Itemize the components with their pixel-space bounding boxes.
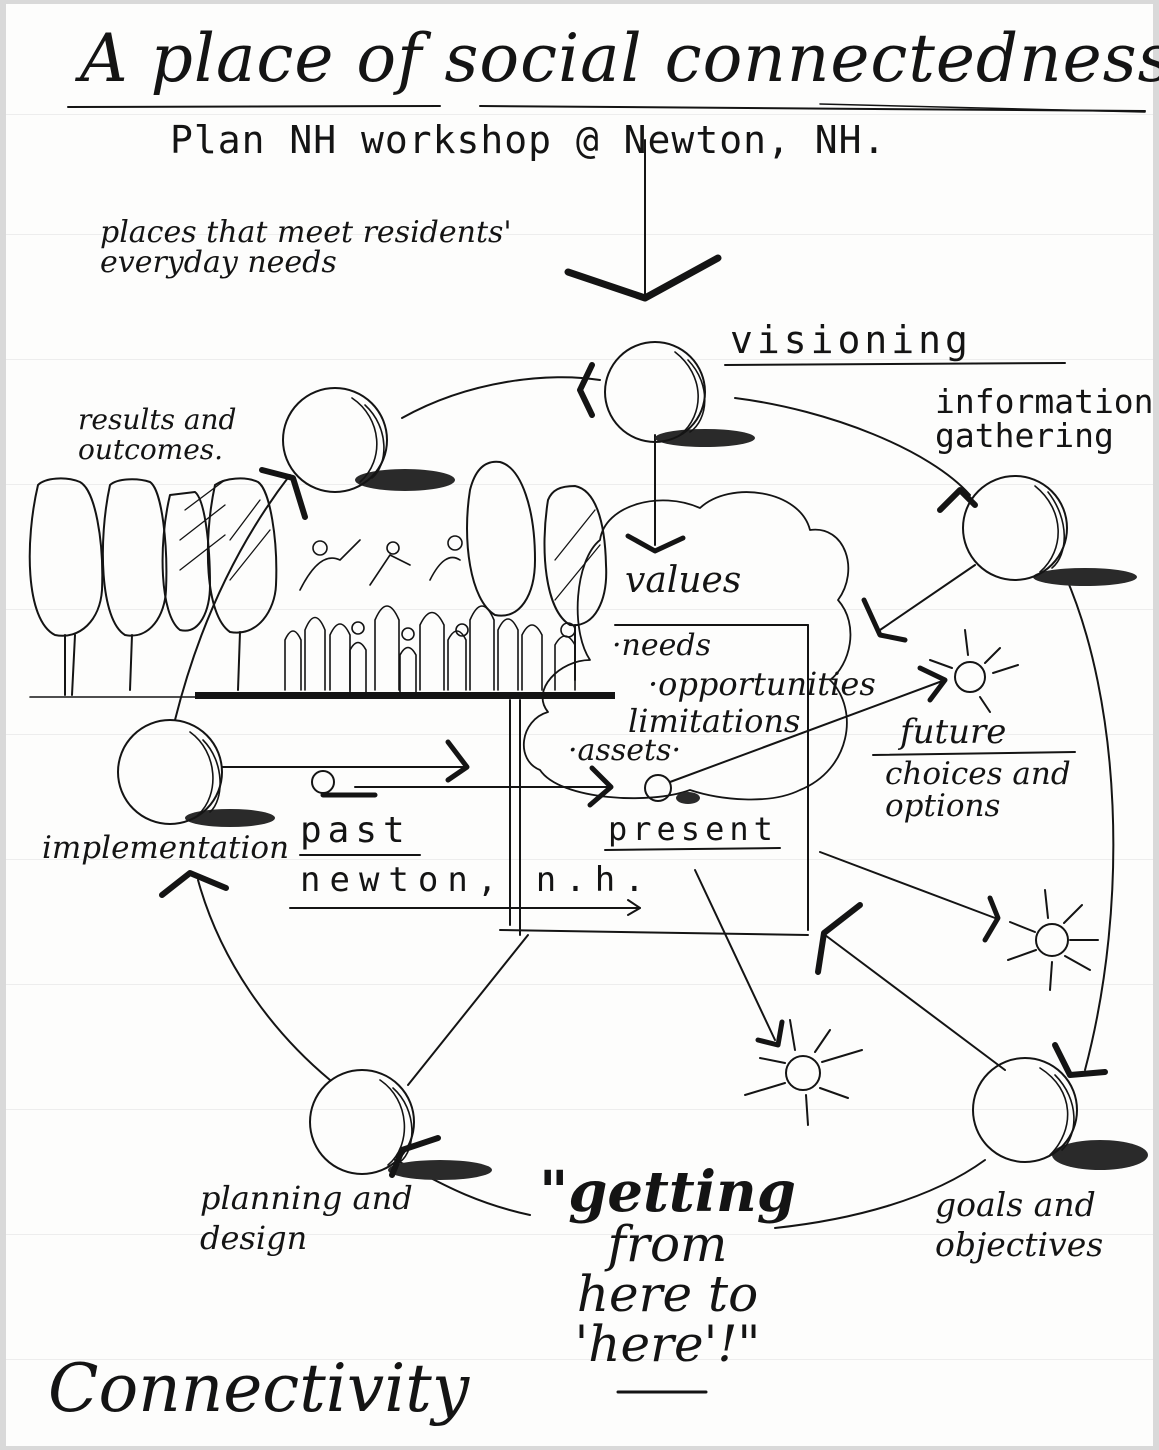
stage-label-information: information gathering <box>935 385 1150 453</box>
timeline-frame <box>500 930 808 935</box>
stage-circle-results <box>262 388 455 517</box>
entry-arrow-head <box>568 258 718 298</box>
quote-block: "getting from here to 'here'!" <box>525 1165 810 1369</box>
stage-label-planning: planning and design <box>200 1178 440 1258</box>
values-item-opportunities: ·opportunities <box>648 665 876 703</box>
stage-label-results: results and outcomes. <box>78 405 278 465</box>
cycle-link <box>198 880 330 1080</box>
timeline-place: newton, n.h. <box>300 860 654 900</box>
arrow-head <box>758 1022 782 1045</box>
values-item-label: needs <box>622 628 711 663</box>
title-underline <box>68 106 440 107</box>
quote-line: 'here'!" <box>525 1319 810 1369</box>
values-item-assets: ·assets· <box>568 733 681 768</box>
present-dot-shadow <box>676 792 700 804</box>
crowd-illustration <box>30 536 615 699</box>
sun-icon <box>930 630 1018 712</box>
future-underline <box>873 752 1075 755</box>
timeline-past: past <box>300 810 411 851</box>
stage-circle-goals <box>973 1045 1148 1170</box>
future-ray <box>820 852 995 918</box>
stage-label-implementation: implementation <box>42 830 289 866</box>
stage-circle-planning <box>310 1070 492 1180</box>
timeline-present: present <box>608 810 778 848</box>
timeline-choices: choices and options <box>885 758 1075 822</box>
everyday-needs-note: places that meet residents' everyday nee… <box>100 218 580 278</box>
cycle-link <box>402 377 600 418</box>
inner-link <box>408 935 528 1085</box>
quote-line: from <box>525 1219 810 1269</box>
sun-icon <box>1008 890 1098 990</box>
values-heading: values <box>625 560 741 601</box>
cycle-link <box>175 475 290 720</box>
future-ray <box>695 870 775 1040</box>
diagram-title: A place of social connectedness. <box>80 20 1159 97</box>
quote-line: here to <box>525 1269 810 1319</box>
arrow-head <box>448 742 467 780</box>
arrow-head <box>985 898 998 940</box>
cycle-link <box>1065 575 1113 1070</box>
visioning-underline <box>725 363 1065 365</box>
values-item-label: assets <box>578 733 672 768</box>
stage-label-goals: goals and objectives <box>935 1185 1135 1265</box>
diagram-subtitle: Plan NH workshop @ Newton, NH. <box>170 118 886 162</box>
past-dot <box>312 771 334 793</box>
stage-label-visioning: visioning <box>730 318 972 362</box>
values-item-needs: ·needs <box>612 628 711 663</box>
arrow-head <box>818 905 860 972</box>
present-underline <box>605 848 780 850</box>
stage-circle-implementation <box>118 720 275 895</box>
quote-line: "getting <box>525 1165 810 1219</box>
arrow-head <box>864 600 905 640</box>
tree-illustration <box>30 462 606 695</box>
caption-connectivity: Connectivity <box>48 1350 469 1427</box>
inner-link <box>825 935 1005 1070</box>
timeline-future: future <box>900 712 1006 752</box>
stage-circle-visioning <box>580 342 755 447</box>
inner-link <box>880 565 975 630</box>
values-item-label: opportunities <box>658 665 876 703</box>
sun-icon <box>745 1020 862 1125</box>
